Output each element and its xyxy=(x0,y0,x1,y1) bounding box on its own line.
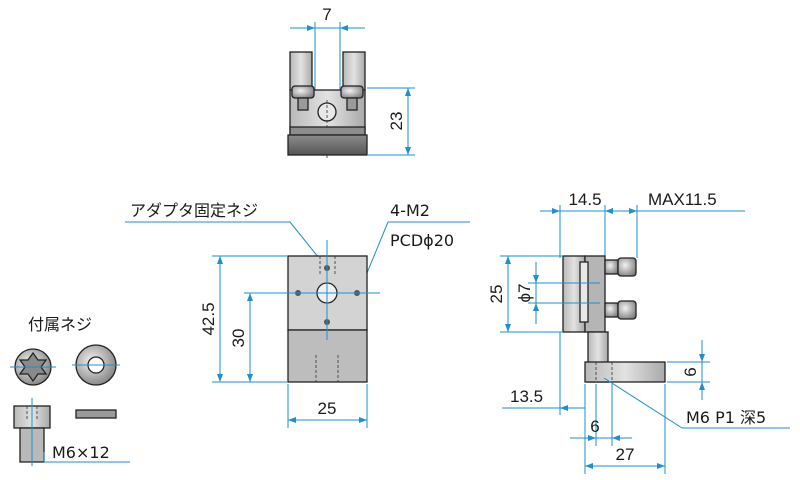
side-dim-14-5: 14.5 xyxy=(568,190,601,209)
front-width-dim: 25 xyxy=(318,399,337,418)
m6-thread-label: M6 P1 深5 xyxy=(686,408,766,427)
side-dim-max: MAX11.5 xyxy=(648,190,717,209)
top-width-dim: 7 xyxy=(322,5,331,24)
side-dim-6-right: 6 xyxy=(681,367,700,376)
front-view: アダプタ固定ネジ 4-M2 PCDϕ20 42.5 30 xyxy=(125,201,470,428)
knob-icon xyxy=(340,85,364,99)
top-height-dim: 23 xyxy=(387,112,406,131)
accessory-screws: 付属ネジ M6×12 xyxy=(10,315,130,466)
top-body xyxy=(287,51,368,160)
side-dim-25: 25 xyxy=(487,285,506,304)
side-dim-13-5: 13.5 xyxy=(510,387,543,406)
knob-icon xyxy=(291,85,315,99)
pcd-label: PCDϕ20 xyxy=(390,231,454,250)
top-view: 7 23 xyxy=(287,5,415,160)
side-dim-6-bottom: 6 xyxy=(590,417,599,436)
side-dim-phi7: ϕ7 xyxy=(515,284,534,303)
front-height-dim: 42.5 xyxy=(199,302,218,335)
side-dim-27: 27 xyxy=(616,445,635,464)
tap-label: 4-M2 xyxy=(390,201,430,220)
knob-icon xyxy=(617,257,637,277)
knob-icon xyxy=(617,300,637,320)
side-view: 14.5 MAX11.5 25 ϕ7 6 xyxy=(487,190,790,474)
front-inner-dim: 30 xyxy=(229,329,248,348)
accessory-title: 付属ネジ xyxy=(28,315,92,334)
screw-size-label: M6×12 xyxy=(52,443,110,462)
adapter-screw-label: アダプタ固定ネジ xyxy=(130,201,258,220)
